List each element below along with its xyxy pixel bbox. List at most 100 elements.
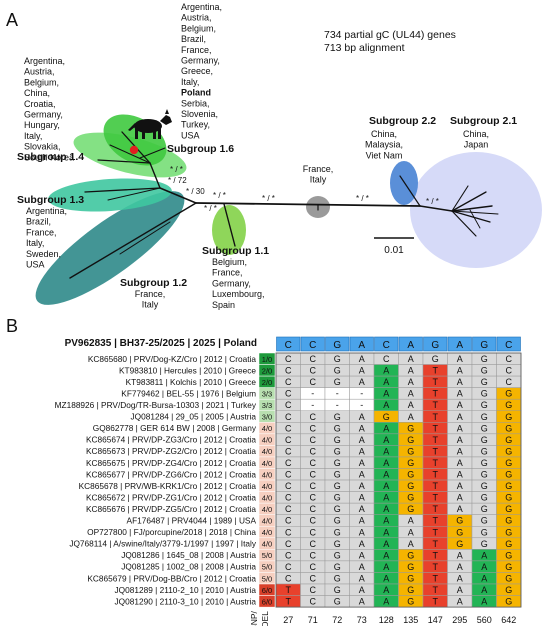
country-name: Italy, (24, 131, 42, 141)
reference-base-cell (276, 336, 301, 352)
base-value: A (408, 527, 414, 537)
base-value: C (285, 389, 292, 399)
base-value: A (383, 423, 389, 433)
base-value: T (433, 573, 439, 583)
base-value: T (433, 458, 439, 468)
base-value: G (481, 493, 488, 503)
support-s30: * / 30 (186, 187, 205, 196)
base-value: C (285, 412, 292, 422)
base-value: A (383, 400, 389, 410)
subgroup-2-2-title: Subgroup 2.2 (369, 115, 436, 127)
base-value: G (407, 481, 414, 491)
reference-base-cell (300, 336, 325, 352)
base-value: A (359, 435, 365, 445)
base-value: G (481, 504, 488, 514)
sequence-name: MZ188926 | PRV/Dog/TR-Bursa-10303 | 2021… (55, 400, 257, 410)
country-name: Italy, (181, 77, 199, 87)
table-row: MZ188926 | PRV/Dog/TR-Bursa-10303 | 2021… (55, 398, 522, 412)
support-s6: * / * (204, 204, 217, 213)
sequence-name: KC865678 | PRV/WB-KRK1/Cro | 2012 | Croa… (79, 481, 257, 491)
table-row: KC865675 | PRV/DP-ZG4/Cro | 2012 | Croat… (86, 456, 522, 469)
country-name: Belgium, (212, 257, 247, 267)
snp-count: 3/3 (262, 401, 272, 410)
base-value: G (407, 597, 414, 607)
base-value: C (285, 516, 292, 526)
base-value: G (407, 470, 414, 480)
country-name: Greece, (181, 66, 213, 76)
base-value: T (433, 597, 439, 607)
reference-base-cell (496, 336, 521, 352)
snp-count: 4/0 (262, 517, 272, 526)
base-value: T (433, 504, 439, 514)
base-value: A (359, 412, 365, 422)
base-value: A (359, 573, 365, 583)
snp-count: 2/0 (262, 366, 272, 375)
base-value: C (310, 412, 317, 422)
reference-base: A (407, 340, 414, 351)
dog-icon (128, 109, 172, 139)
snp-count: 6/0 (262, 586, 272, 595)
base-value: A (457, 400, 463, 410)
base-value: A (383, 377, 389, 387)
country-list-g11: Belgium,France,Germany,Luxembourg,Spain (212, 257, 265, 310)
base-value: - (311, 389, 314, 399)
base-value: A (359, 597, 365, 607)
panel-a: A 734 partial gC (UL44) genes 713 bp ali… (6, 2, 542, 310)
country-name: Poland (181, 88, 211, 98)
base-value: A (383, 366, 389, 376)
base-value: G (407, 562, 414, 572)
support-s3: * / * (262, 194, 275, 203)
sequence-name: KC865680 | PRV/Dog-KZ/Cro | 2012 | Croat… (88, 354, 257, 364)
base-value: A (359, 446, 365, 456)
reference-base: G (333, 340, 341, 351)
panel-a-label: A (6, 10, 18, 30)
country-name: USA (26, 260, 45, 270)
table-row: KC865676 | PRV/DP-ZG5/Cro | 2012 | Croat… (86, 502, 522, 515)
country-name: China, (463, 129, 489, 139)
base-value: A (457, 562, 463, 572)
base-value: C (285, 423, 292, 433)
base-value: G (505, 389, 512, 399)
scale-bar-label: 0.01 (384, 245, 404, 256)
sequence-name: JQ081289 | 2110-2_10 | 2010 | Austria (115, 585, 257, 595)
sequence-name: OP727800 | FJ/porcupine/2018 | 2018 | Ch… (87, 527, 256, 537)
base-value: C (285, 550, 292, 560)
base-value: A (383, 585, 389, 595)
base-value: C (285, 493, 292, 503)
country-name: Germany, (24, 110, 63, 120)
country-name: China, (24, 88, 50, 98)
base-value: A (383, 446, 389, 456)
base-value: C (285, 562, 292, 572)
country-name: Belgium, (24, 77, 59, 87)
base-value: T (286, 585, 292, 595)
base-value: A (457, 377, 463, 387)
base-value: G (481, 366, 488, 376)
country-name: Germany, (212, 278, 251, 288)
country-list-g12: France,Italy (135, 289, 166, 310)
base-value: C (310, 504, 317, 514)
snp-count: 4/0 (262, 424, 272, 433)
base-value: G (407, 446, 414, 456)
base-value: G (334, 597, 341, 607)
base-value: A (481, 597, 487, 607)
base-value: C (310, 423, 317, 433)
base-value: T (433, 412, 439, 422)
base-value: A (457, 573, 463, 583)
base-value: A (457, 504, 463, 514)
snp-count: 4/0 (262, 540, 272, 549)
poland-marker-dot (129, 145, 139, 155)
table-row: JQ081289 | 2110-2_10 | 2010 | Austria 6/0… (115, 583, 522, 596)
base-value: A (481, 585, 487, 595)
country-list-gfi: France,Italy (303, 164, 334, 185)
country-name: Argentina, (181, 2, 222, 12)
reference-base: C (285, 340, 292, 351)
base-value: A (408, 400, 414, 410)
reference-base: C (505, 340, 512, 351)
base-value: A (408, 354, 414, 364)
base-value: C (310, 516, 317, 526)
base-value: G (407, 573, 414, 583)
base-value: T (433, 423, 439, 433)
base-value: A (359, 354, 365, 364)
base-value: C (506, 377, 513, 387)
